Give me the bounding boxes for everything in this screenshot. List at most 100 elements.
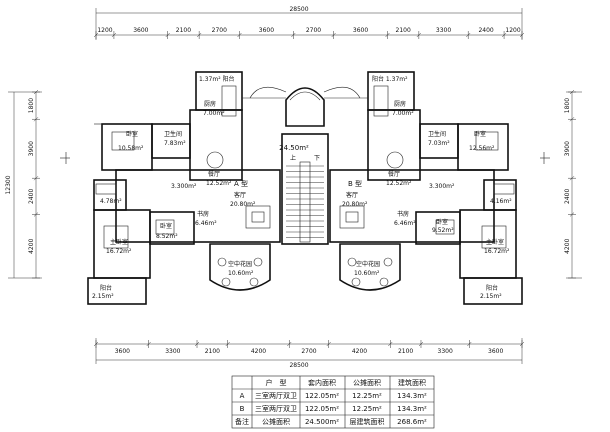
left-dim-1: 3900 xyxy=(28,141,35,156)
bed2-left-area: 8.52m² xyxy=(156,233,178,240)
axis-marker-left xyxy=(60,152,70,164)
table-note-label: 备注 xyxy=(235,417,249,426)
furniture xyxy=(95,85,515,287)
bed-left-label: 卧室 xyxy=(126,130,138,138)
top-dim-7: 2100 xyxy=(396,27,411,34)
dining-right-label: 餐厅 xyxy=(388,170,400,178)
kitchen-left-area: 7.00m² xyxy=(203,110,225,117)
bed2-right-area: 9.52m² xyxy=(432,227,454,234)
top-dim-9: 2400 xyxy=(478,27,493,34)
kitchen-right-area: 7.00m² xyxy=(392,110,414,117)
master-right-area: 16.72m² xyxy=(484,248,510,255)
hall-right-area: 3.300m² xyxy=(429,183,455,190)
right-dim-1: 3900 xyxy=(564,141,571,156)
unit-a-walls xyxy=(87,71,281,305)
table-note-public-label: 公摊面积 xyxy=(262,417,290,426)
table-note-total-label: 层建筑面积 xyxy=(350,417,385,426)
right-dim-0: 1800 xyxy=(564,98,571,113)
bottom-dim-2: 2100 xyxy=(205,348,220,355)
top-dim-0: 1200 xyxy=(97,27,112,34)
dining-left-area: 12.52m² xyxy=(206,180,232,187)
room-labels: 1.37m² 阳台 阳台 1.37m² 厨房 7.00m² 厨房 7.00m² … xyxy=(92,75,512,300)
table-row-a-type: 三室两厅双卫 xyxy=(255,391,297,400)
balc2-left-label: 阳台 xyxy=(100,284,112,292)
garden-right-label: 空中花园 xyxy=(356,260,380,268)
top-total-dimension: 28500 xyxy=(289,6,308,13)
bottom-dim-1: 3300 xyxy=(165,348,180,355)
stair-down: 下 xyxy=(314,155,320,162)
axis-marker-right xyxy=(540,152,550,164)
bath-right-area: 7.03m² xyxy=(428,140,450,147)
wc-left-area: 4.78m² xyxy=(100,198,122,205)
bottom-dim-7: 3300 xyxy=(438,348,453,355)
study-right-area: 6.46m² xyxy=(394,220,416,227)
bottom-dim-8: 3600 xyxy=(488,348,503,355)
master-left-area: 16.72m² xyxy=(106,248,132,255)
table-header-inner: 套内面积 xyxy=(308,378,336,387)
living-right-area: 20.80m² xyxy=(342,201,368,208)
study-left-area: 6.46m² xyxy=(195,220,217,227)
bath-left-area: 7.83m² xyxy=(164,140,186,147)
top-dim-2: 2100 xyxy=(176,27,191,34)
study-right-label: 书房 xyxy=(397,210,409,218)
bed2-left-label: 卧室 xyxy=(160,222,172,230)
bed-right-label: 卧室 xyxy=(474,130,486,138)
top-dim-5: 2700 xyxy=(306,27,321,34)
top-dim-6: 3600 xyxy=(353,27,368,34)
table-row-b-type: 三室两厅双卫 xyxy=(255,404,297,413)
table-header-type: 户 型 xyxy=(266,378,287,387)
study-left-label: 书房 xyxy=(197,210,209,218)
bed-right-area: 12.56m² xyxy=(469,145,495,152)
kitchen-right-label: 厨房 xyxy=(394,100,406,108)
wc-right-area: 4.16m² xyxy=(490,198,512,205)
master-left-label: 主卧室 xyxy=(110,238,128,246)
stair-area: 24.50m² xyxy=(279,144,309,152)
top-dim-1: 3600 xyxy=(133,27,148,34)
dining-left-label: 餐厅 xyxy=(208,170,220,178)
dining-right-area: 12.52m² xyxy=(386,180,412,187)
table-row-b-inner: 122.05m² xyxy=(305,405,339,413)
table-header-public: 公摊面积 xyxy=(353,378,381,387)
balc2-right-label: 阳台 xyxy=(486,284,498,292)
left-dim-0: 1800 xyxy=(28,98,35,113)
bed-left-area: 10.58m² xyxy=(118,145,144,152)
living-left-label: 客厅 xyxy=(234,191,246,199)
bottom-dim-4: 2700 xyxy=(301,348,316,355)
balc2-right-area: 2.15m² xyxy=(480,293,502,300)
bottom-dim-0: 3600 xyxy=(115,348,130,355)
table-row-b-public: 12.25m² xyxy=(352,405,382,413)
garden-left-area: 10.60m² xyxy=(228,270,254,277)
table-row-a-id: A xyxy=(240,392,245,400)
bath-right-label: 卫生间 xyxy=(428,130,446,138)
top-dim-10: 1200 xyxy=(505,27,520,34)
bath-left-label: 卫生间 xyxy=(164,130,182,138)
living-right-label: 客厅 xyxy=(346,191,358,199)
bottom-dim-6: 2100 xyxy=(398,348,413,355)
top-dim-4: 3600 xyxy=(259,27,274,34)
kitchen-left-label: 厨房 xyxy=(204,100,216,108)
area-table: 户 型 套内面积 公摊面积 建筑面积 A 三室两厅双卫 122.05m² 12.… xyxy=(231,375,435,429)
left-dim-2: 2400 xyxy=(28,189,35,204)
top-dim-8: 3300 xyxy=(436,27,451,34)
bed2-right-label: 卧室 xyxy=(436,218,448,226)
bottom-dim-3: 4200 xyxy=(251,348,266,355)
type-a-label: A 型 xyxy=(234,179,248,188)
bottom-dim-5: 4200 xyxy=(352,348,367,355)
unit-b-walls xyxy=(329,71,523,305)
table-row-a-building: 134.3m² xyxy=(397,392,427,400)
table-row-b-id: B xyxy=(240,405,245,413)
table-row-b-building: 134.3m² xyxy=(397,405,427,413)
hall-left-area: 3.300m² xyxy=(171,183,197,190)
stair-core xyxy=(242,86,368,245)
right-dim-2: 2400 xyxy=(564,189,571,204)
garden-left-label: 空中花园 xyxy=(228,260,252,268)
table-row-a-public: 12.25m² xyxy=(352,392,382,400)
table-note-total-value: 268.6m² xyxy=(397,418,427,426)
master-right-label: 主卧室 xyxy=(486,238,504,246)
garden-right-area: 10.60m² xyxy=(354,270,380,277)
